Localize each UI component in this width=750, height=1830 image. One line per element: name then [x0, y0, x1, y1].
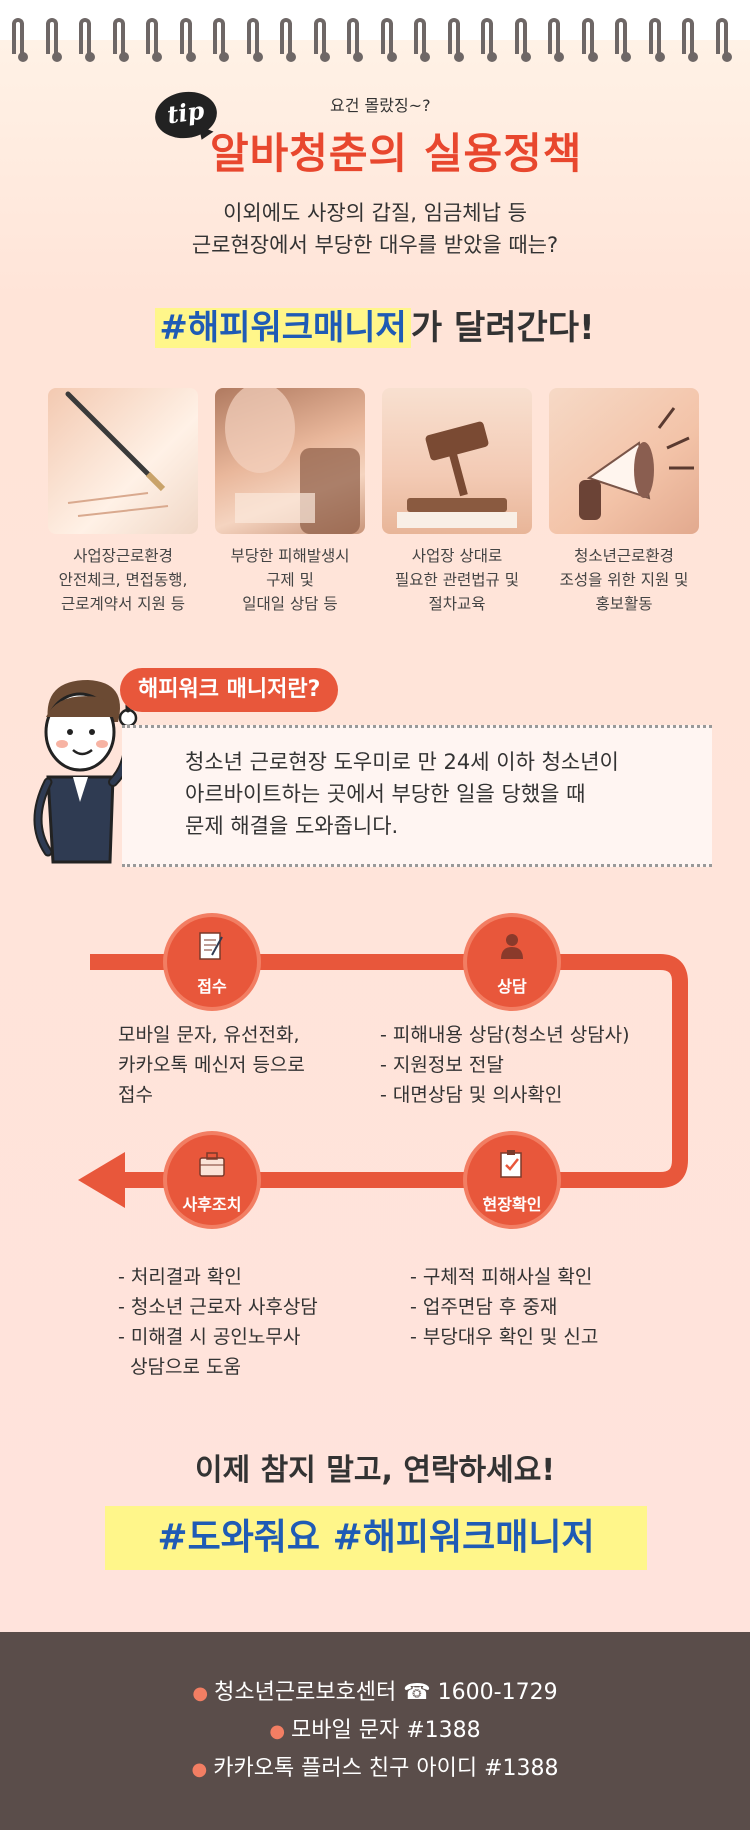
what-is-heading: 해피워크 매니저란?: [120, 668, 339, 712]
contact-sms: ●모바일 문자 #1388: [269, 1718, 481, 1743]
person-icon: [501, 934, 523, 959]
binding-ring: [79, 18, 95, 62]
step-follow-up-text: - 처리결과 확인 - 청소년 근로자 사후상담 - 미해결 시 공인노무사 상…: [118, 1266, 318, 1378]
service-card: 사업장 상대로 필요한 관련법규 및 절차교육: [382, 388, 532, 616]
binding-ring: [682, 18, 698, 62]
service-card: 청소년근로환경 조성을 위한 지원 및 홍보활동: [549, 388, 699, 616]
cta-text: 이제 참지 말고, 연락하세요!: [194, 1453, 555, 1488]
hashtag-highlight: #해피워크매니저: [155, 308, 411, 348]
contact-phone: ●청소년근로보호센터 ☎ 1600-1729: [192, 1680, 558, 1705]
step-follow-up: 사후조치: [167, 1135, 257, 1225]
binding-ring: [648, 18, 665, 62]
binding-ring: [280, 18, 296, 62]
clipboard-check-icon: [500, 1150, 522, 1178]
document-icon: [199, 932, 223, 960]
binding-ring: [548, 18, 564, 62]
binding-ring: [246, 18, 263, 62]
bullet-icon: ●: [269, 1721, 286, 1742]
contact-footer: ●청소년근로보호센터 ☎ 1600-1729 ●모바일 문자 #1388 ●카카…: [0, 1632, 750, 1830]
binding-ring: [45, 18, 62, 62]
binding-ring: [112, 18, 129, 62]
binding-ring: [481, 18, 497, 62]
binding-ring: [347, 18, 363, 62]
service-card: 사업장근로환경 안전체크, 면접동행, 근로계약서 지원 등: [48, 388, 198, 616]
bullet-icon: ●: [191, 1759, 208, 1780]
binding-ring: [581, 18, 598, 62]
card-caption: 청소년근로환경 조성을 위한 지원 및 홍보활동: [559, 547, 689, 613]
what-is-box: [122, 725, 712, 867]
binding-ring: [380, 18, 397, 62]
card-caption: 사업장근로환경 안전체크, 면접동행, 근로계약서 지원 등: [58, 547, 188, 613]
binding-ring: [447, 18, 464, 62]
briefcase-icon: [199, 1152, 225, 1177]
binding-ring: [313, 18, 330, 62]
contact-kakaotalk: ●카카오톡 플러스 친구 아이디 #1388: [191, 1756, 559, 1781]
step-site-check: 현장확인: [467, 1135, 557, 1225]
binding-ring: [615, 18, 631, 62]
cta-hashtags: #도와줘요 #해피워크매니저: [105, 1506, 647, 1570]
binding-ring: [179, 18, 196, 62]
header-small-text: 요건 몰랐징~?: [330, 96, 431, 115]
step-reception-text: 모바일 문자, 유선전화, 카카오톡 메신저 등으로 접수: [118, 1024, 305, 1106]
consultation-image: [215, 388, 365, 534]
step-site-check-text: - 구체적 피해사실 확인 - 업주면담 후 중재 - 부당대우 확인 및 신고: [410, 1266, 599, 1348]
gavel-image: [382, 388, 532, 534]
bullet-icon: ●: [192, 1683, 209, 1704]
intro-text: 이외에도 사장의 갑질, 임금체납 등 근로현장에서 부당한 대우를 받았을 때…: [191, 201, 559, 257]
binding-ring: [12, 18, 28, 62]
what-is-description: 청소년 근로현장 도우미로 만 24세 이하 청소년이 아르바이트하는 곳에서 …: [185, 750, 619, 838]
service-card: 부당한 피해발생시 구제 및 일대일 상담 등: [215, 388, 365, 616]
step-reception: 접수: [167, 917, 257, 1007]
pen-document-image: [48, 388, 198, 534]
binding-ring: [514, 18, 531, 62]
binding-ring: [146, 18, 162, 62]
card-caption: 부당한 피해발생시 구제 및 일대일 상담 등: [230, 547, 350, 613]
pointing-man-illustration: [33, 680, 138, 864]
binding-ring: [414, 18, 430, 62]
card-caption: 사업장 상대로 필요한 관련법규 및 절차교육: [395, 547, 519, 613]
binding-ring: [213, 18, 229, 62]
page-title: 알바청춘의 실용정책: [210, 129, 583, 178]
process-flow-connector: [78, 954, 688, 1208]
service-cards: 사업장근로환경 안전체크, 면접동행, 근로계약서 지원 등 부당한 피해발생시…: [48, 388, 708, 628]
step-consultation: 상담: [467, 917, 557, 1007]
spiral-binding: [0, 18, 750, 66]
binding-ring: [715, 18, 732, 62]
megaphone-image: [549, 388, 699, 534]
step-consultation-text: - 피해내용 상담(청소년 상담사) - 지원정보 전달 - 대면상담 및 의사…: [380, 1024, 630, 1106]
